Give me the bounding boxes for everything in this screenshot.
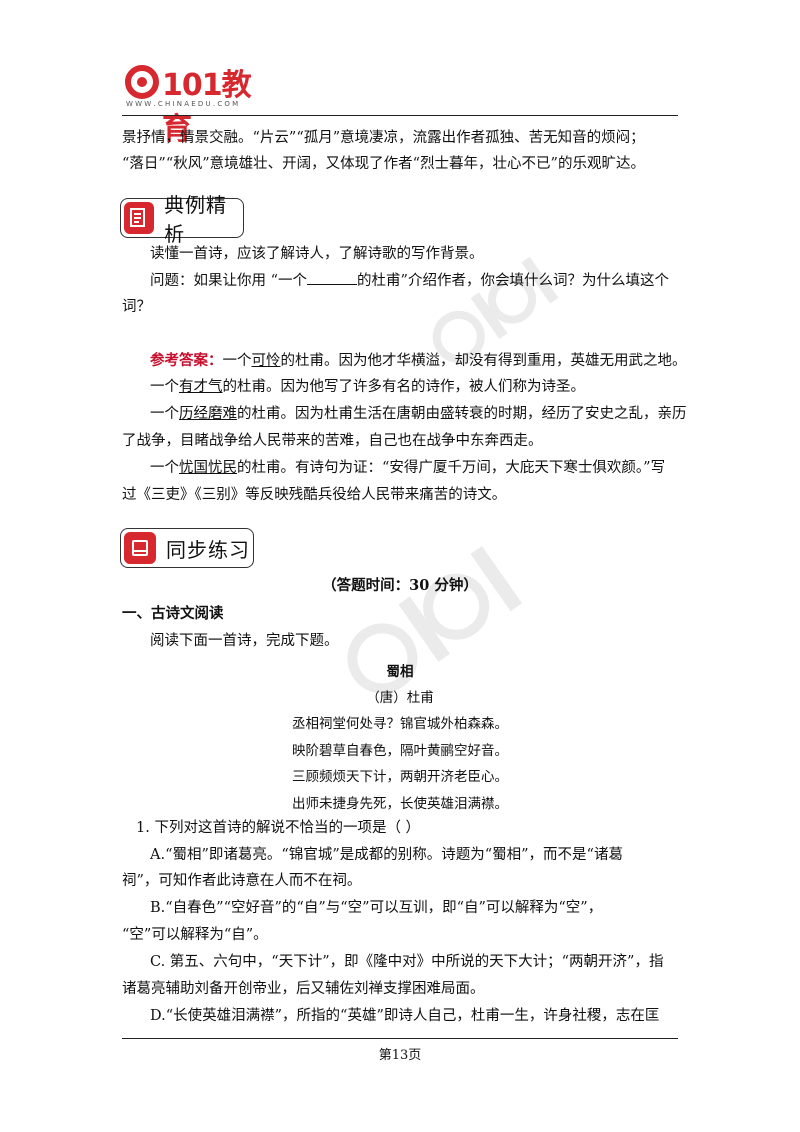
fill-blank — [307, 270, 358, 285]
question-1-stem: 1. 下列对这首诗的解说不恰当的一项是（ ） — [136, 820, 421, 836]
example-question-line-2: 词？ — [122, 299, 151, 315]
answer-4-post: 的杜甫。有诗句为证：“安得广厦千万间，大庇天下寒士俱欢颜。”写 — [237, 460, 666, 476]
book-icon — [124, 532, 156, 564]
answer-4-pre: 一个 — [150, 460, 179, 476]
answer-1-word: 可怜 — [251, 353, 281, 369]
option-b-line-2: “空”可以解释为“自”。 — [122, 927, 268, 943]
reading-instruction: 阅读下面一首诗，完成下题。 — [150, 633, 339, 649]
example-paragraph-1: 读懂一首诗，应该了解诗人，了解诗歌的写作背景。 — [150, 246, 484, 262]
option-b-line-1: B.“自春色”“空好音”的“自”与“空”可以互训，即“自”可以解释为“空”， — [150, 900, 603, 916]
poem-title: 蜀相 — [386, 664, 414, 680]
poem-line-1: 丞相祠堂何处寻？锦官城外柏森森。 — [292, 716, 508, 732]
answer-2-post: 的杜甫。因为他写了许多有名的诗作，被人们称为诗圣。 — [222, 379, 586, 395]
poem-line-2: 映阶碧草自春色，隔叶黄鹂空好音。 — [292, 743, 508, 759]
answer-1-pre: 一个 — [222, 353, 252, 369]
answer-3-pre: 一个 — [150, 406, 179, 422]
option-c-line-2: 诸葛亮辅助刘备开创帝业，后又辅佐刘禅支撑困难局面。 — [122, 981, 485, 997]
answer-line-1: 参考答案：一个可怜的杜甫。因为他才华横溢，却没有得到重用，英雄无用武之地。 — [150, 351, 687, 371]
answer-2-pre: 一个 — [150, 379, 179, 395]
intro-line-2: “落日”“秋风”意境雄壮、开阔，又体现了作者“烈士暮年，壮心不已”的乐观旷达。 — [122, 156, 645, 172]
section-practice-title: 同步练习 — [166, 537, 250, 562]
option-d-line-1: D.“长使英雄泪满襟”，所指的“英雄”即诗人自己，杜甫一生，许身社稷，志在匡 — [150, 1008, 660, 1024]
poem-line-4: 出师未捷身先死，长使英雄泪满襟。 — [292, 796, 508, 812]
answer-line-3: 一个历经磨难的杜甫。因为杜甫生活在唐朝由盛转衰的时期，经历了安史之乱，亲历 — [150, 404, 687, 424]
question-prefix: 问题：如果让你用 “一个 — [150, 273, 308, 289]
poem-line-3: 三顾频烦天下计，两朝开济老臣心。 — [292, 769, 508, 785]
footer-rule — [122, 1038, 678, 1039]
option-c-line-1: C. 第五、六句中，“天下计”，即《隆中对》中所说的天下大计；“两朝开济”，指 — [150, 954, 664, 970]
section-example-header: 典例精析 — [120, 193, 244, 246]
answer-line-3b: 了战争，目睹战争给人民带来的苦难，自己也在战争中东奔西走。 — [122, 433, 543, 449]
section-practice-header: 同步练习 — [120, 528, 254, 568]
document-icon — [124, 202, 155, 234]
logo-ring-icon — [125, 65, 159, 99]
option-a-line-1: A.“蜀相”即诸葛亮。“锦官城”是成都的别称。诗题为“蜀相”，而不是“诸葛 — [150, 847, 623, 863]
example-question: 问题：如果让你用 “一个 的杜甫”介绍作者，你会填什么词？为什么填这个 — [150, 270, 669, 291]
answer-line-4b: 过《三吏》《三别》等反映残酷兵役给人民带来痛苦的诗文。 — [122, 487, 507, 503]
answer-line-4: 一个忧国忧民的杜甫。有诗句为证：“安得广厦千万间，大庇天下寒士俱欢颜。”写 — [150, 458, 665, 478]
answer-time: （答题时间：30 分钟） — [322, 577, 478, 594]
answer-3-post: 的杜甫。因为杜甫生活在唐朝由盛转衰的时期，经历了安史之乱，亲历 — [237, 406, 687, 422]
intro-line-1: 景抒情，情景交融。“片云”“孤月”意境凄凉，流露出作者孤独、苦无知音的烦闷； — [122, 130, 645, 146]
answer-1-post: 的杜甫。因为他才华横溢，却没有得到重用，英雄无用武之地。 — [280, 353, 687, 369]
question-suffix: 的杜甫”介绍作者，你会填什么词？为什么填这个 — [357, 273, 669, 289]
answer-3-word: 历经磨难 — [179, 406, 237, 422]
poem-author: （唐）杜甫 — [366, 690, 434, 706]
answer-2-word: 有才气 — [179, 379, 223, 395]
answer-label: 参考答案： — [150, 352, 223, 369]
header-logo: 101教育 W W W . C H I N A E D U . C O M — [124, 62, 264, 147]
option-a-line-2: 祠”，可知作者此诗意在人而不在祠。 — [122, 873, 362, 889]
brand-site: W W W . C H I N A E D U . C O M — [126, 100, 239, 108]
part-1-heading: 一、古诗文阅读 — [122, 605, 224, 622]
page-number: 第13页 — [378, 1048, 422, 1063]
answer-4-word: 忧国忧民 — [179, 460, 237, 476]
answer-line-2: 一个有才气的杜甫。因为他写了许多有名的诗作，被人们称为诗圣。 — [150, 377, 585, 397]
header-rule — [122, 115, 678, 116]
section-example-title: 典例精析 — [164, 193, 228, 246]
brand-name: 101教育 — [162, 68, 252, 147]
